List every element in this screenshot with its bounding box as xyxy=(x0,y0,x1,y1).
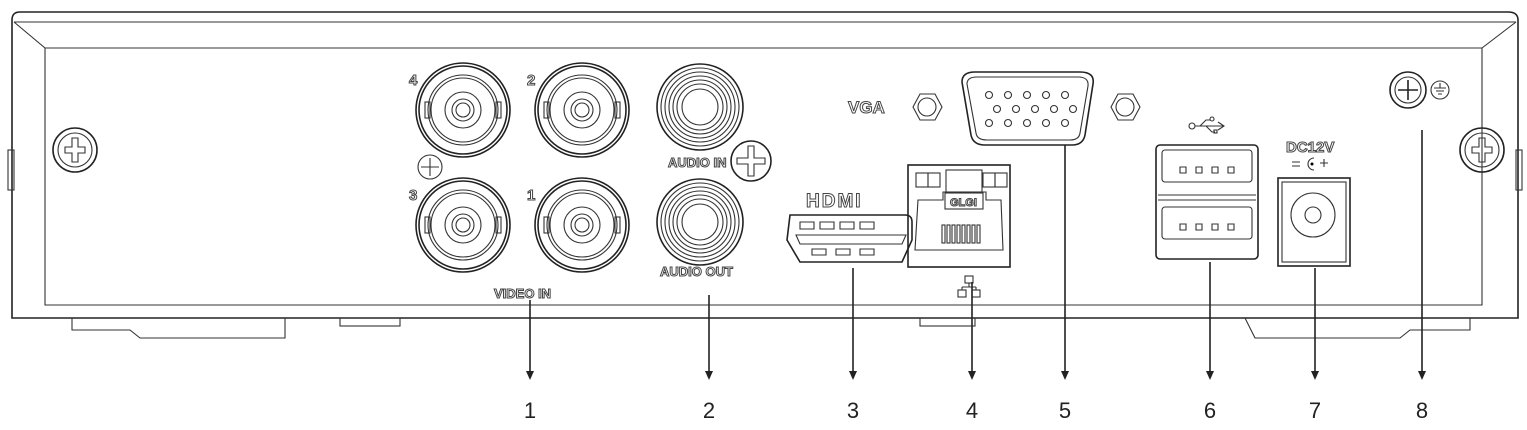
callout-arrowhead xyxy=(968,371,976,380)
callout-number: 1 xyxy=(524,398,536,423)
callout-arrowhead xyxy=(1311,371,1319,380)
vga-label: VGA xyxy=(848,98,885,117)
screw-left xyxy=(52,127,98,173)
callout-arrowhead xyxy=(705,371,713,380)
bnc-connector xyxy=(534,62,630,158)
callout-arrowhead xyxy=(1418,371,1426,380)
usb-ports xyxy=(1155,144,1259,260)
audio-out-jack xyxy=(656,178,744,266)
bnc-number-4: 4 xyxy=(409,72,418,89)
ground-icon xyxy=(1430,80,1450,100)
bnc-number-3: 3 xyxy=(409,187,417,204)
hdmi-label: HDMI xyxy=(806,191,863,212)
callout-arrowhead xyxy=(526,371,534,380)
screw-right xyxy=(1459,127,1505,173)
callout-arrowhead xyxy=(1206,371,1214,380)
callout-arrowhead xyxy=(849,371,857,380)
network-icon xyxy=(957,275,981,298)
callout-number: 3 xyxy=(847,398,859,423)
lan-port-label: GLGI xyxy=(950,197,977,209)
audio-out-label: AUDIO OUT xyxy=(660,264,733,279)
bnc-connector xyxy=(415,177,511,273)
hdmi-port xyxy=(786,214,913,263)
bnc-number-2: 2 xyxy=(527,72,535,89)
lan-rj45-port xyxy=(907,164,1011,268)
video-in-label: VIDEO IN xyxy=(494,286,551,301)
audio-in-jack xyxy=(656,63,744,151)
callout-lines xyxy=(526,130,1426,380)
audio-in-label: AUDIO IN xyxy=(668,155,727,170)
bnc-number-1: 1 xyxy=(527,187,535,204)
dc-power-jack xyxy=(1277,177,1351,267)
ground-screw-audio xyxy=(730,140,772,182)
ground-screw xyxy=(1389,71,1427,109)
callout-number: 2 xyxy=(703,398,715,423)
feet xyxy=(71,317,1471,339)
dc-polarity-icon xyxy=(1292,157,1328,171)
callout-number: 7 xyxy=(1309,398,1321,423)
callout-number: 5 xyxy=(1059,398,1071,423)
bnc-connector xyxy=(415,62,511,158)
chassis xyxy=(7,11,1523,319)
bnc-connector xyxy=(534,177,630,273)
callout-arrowhead xyxy=(1061,371,1069,380)
callout-number: 4 xyxy=(966,398,978,423)
small-screw-icon xyxy=(417,154,443,180)
vga-port xyxy=(912,71,1141,146)
callout-number: 6 xyxy=(1204,398,1216,423)
video-in-bnc-group xyxy=(415,62,630,273)
dc-power-label: DC12V xyxy=(1286,139,1334,156)
usb-icon xyxy=(1188,116,1225,134)
callout-number: 8 xyxy=(1416,398,1428,423)
callout-numbers: 1 2 3 4 5 6 7 8 xyxy=(524,398,1428,423)
